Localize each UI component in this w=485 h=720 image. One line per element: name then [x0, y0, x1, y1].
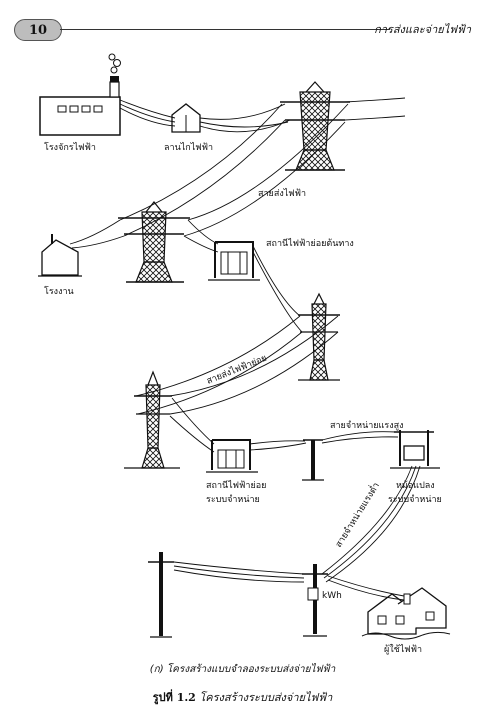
distribution-substation: [206, 439, 258, 473]
label-transmission-line: สายส่งไฟฟ้า: [258, 188, 306, 199]
label-distribution-substation-2: ระบบจำหน่าย: [206, 494, 260, 505]
label-low-voltage-distribution: สายจำหน่ายแรงต่ำ: [332, 480, 383, 550]
figure-caption: รูปที่ 1.2 โครงสร้างระบบส่งจ่ายไฟฟ้า: [0, 688, 485, 706]
header-rule: [60, 29, 390, 30]
page-header: 10 การส่งและจ่ายไฟฟ้า: [0, 0, 485, 46]
label-factory: โรงงาน: [44, 286, 74, 297]
transmission-tower-1: [280, 81, 350, 171]
chapter-title: การส่งและจ่ายไฟฟ้า: [374, 23, 471, 36]
figure-subcaption: (ก) โครงสร้างแบบจำลองระบบส่งจ่ายไฟฟ้า: [149, 664, 336, 675]
page-number: 10: [14, 19, 62, 41]
label-distribution-substation-1: สถานีไฟฟ้าย่อย: [206, 480, 266, 491]
label-high-voltage-distribution: สายจำหน่ายแรงสูง: [330, 420, 403, 431]
consumer-house: [361, 587, 451, 640]
figure-title: โครงสร้างระบบส่งจ่ายไฟฟ้า: [199, 691, 333, 704]
label-kwh-meter: kWh: [322, 591, 342, 601]
label-consumer: ผู้ใช้ไฟฟ้า: [384, 644, 422, 655]
transmission-tower-3: [298, 292, 340, 381]
distribution-pole: [302, 439, 324, 481]
switchyard: [171, 103, 201, 133]
label-transformer-2: ระบบจำหน่าย: [388, 494, 442, 505]
label-source-substation: สถานีไฟฟ้าย่อยต้นทาง: [266, 238, 354, 249]
transmission-tower-4: [124, 370, 180, 469]
label-switchyard: ลานไกไฟฟ้า: [164, 142, 213, 153]
power-plant: [39, 53, 121, 136]
label-power-plant: โรงจักรไฟฟ้า: [44, 142, 96, 153]
figure-number: รูปที่ 1.2: [152, 691, 196, 704]
transformer: [390, 430, 440, 469]
factory: [38, 234, 82, 277]
transmission-tower-2: [118, 201, 190, 283]
low-voltage-pole-left: [148, 552, 174, 638]
transmission-wires: [69, 97, 421, 601]
low-voltage-pole-right: [302, 564, 328, 637]
label-transformer-1: หม้อแปลง: [396, 480, 435, 491]
source-substation: [208, 241, 260, 281]
